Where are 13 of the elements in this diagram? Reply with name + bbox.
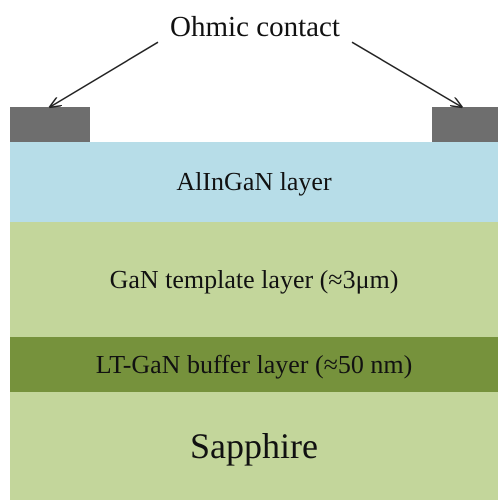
arrow xyxy=(352,42,464,108)
layer-label: LT-GaN buffer layer (≈50 nm) xyxy=(96,350,412,380)
layer-label: AlInGaN layer xyxy=(176,167,332,197)
metal-contact xyxy=(432,107,498,142)
metal-contact xyxy=(10,107,90,142)
semiconductor-layer xyxy=(10,337,498,392)
arrow xyxy=(48,42,158,108)
semiconductor-layer xyxy=(10,222,498,337)
layer-label: GaN template layer (≈3μm) xyxy=(110,264,398,294)
semiconductor-layer xyxy=(10,142,498,222)
contact-label: Ohmic contact xyxy=(170,10,340,44)
layer-label: Sapphire xyxy=(190,425,318,467)
substrate-layer xyxy=(10,392,498,500)
